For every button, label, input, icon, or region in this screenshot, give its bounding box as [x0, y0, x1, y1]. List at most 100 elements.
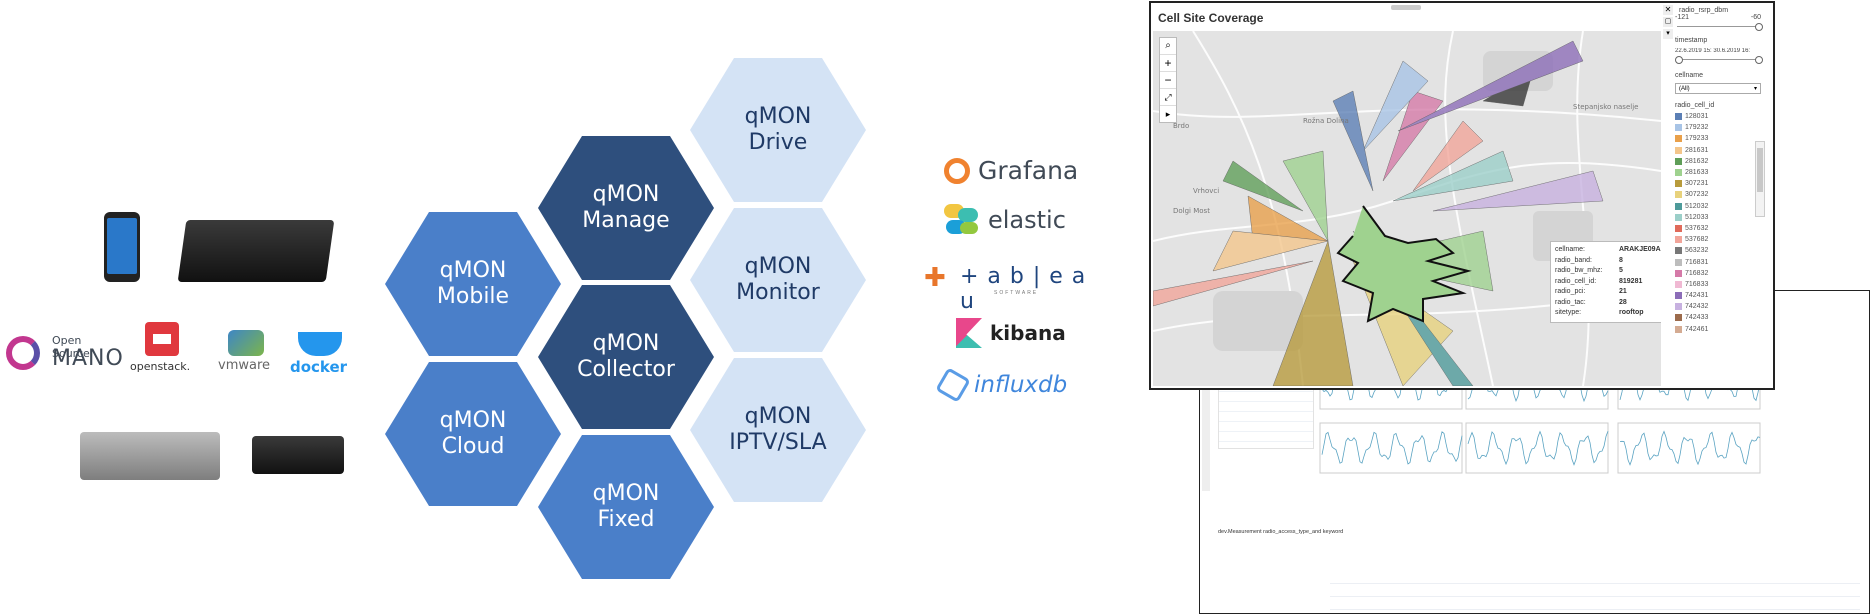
- legend-item[interactable]: 281633: [1675, 167, 1769, 178]
- tooltip-value: 28: [1619, 298, 1627, 306]
- zoom-out-icon[interactable]: −: [1160, 71, 1176, 88]
- legend-item[interactable]: 128031: [1675, 111, 1769, 122]
- zoom-in-icon[interactable]: +: [1160, 54, 1176, 71]
- legend-item[interactable]: 742461: [1675, 324, 1769, 335]
- hex-label: qMON Fixed: [592, 481, 660, 532]
- legend-label: 179232: [1685, 124, 1709, 132]
- legend-swatch: [1675, 146, 1682, 154]
- legend-label: 742433: [1685, 314, 1709, 322]
- legend-item[interactable]: 179233: [1675, 133, 1769, 144]
- legend-item[interactable]: 179232: [1675, 122, 1769, 133]
- panel-grip[interactable]: [1391, 5, 1421, 10]
- section-label: dev.Measurement radio_access_type_and ke…: [1218, 529, 1344, 535]
- reset-view-icon[interactable]: ⤢: [1160, 88, 1176, 105]
- legend-swatch: [1675, 213, 1682, 221]
- hex-qmon-monitor: qMON Monitor: [690, 208, 866, 352]
- legend-item[interactable]: 742433: [1675, 312, 1769, 323]
- legend-item[interactable]: 563232: [1675, 245, 1769, 256]
- legend-item[interactable]: 307231: [1675, 178, 1769, 189]
- hex-qmon-iptv-sla: qMON IPTV/SLA: [690, 358, 866, 502]
- legend-swatch: [1675, 135, 1682, 143]
- legend-item[interactable]: 742432: [1675, 301, 1769, 312]
- more-icon[interactable]: ▾: [1663, 29, 1673, 39]
- tooltip-row: sitetype:rooftop: [1555, 308, 1661, 319]
- osm-ring-icon: [6, 336, 40, 370]
- legend-swatch: [1675, 124, 1682, 132]
- grafana-icon: [944, 157, 970, 184]
- legend-item[interactable]: 537632: [1675, 223, 1769, 234]
- legend-label: 537682: [1685, 236, 1709, 244]
- vmware-label: vmware: [218, 358, 271, 373]
- elastic-label: elastic: [988, 206, 1066, 234]
- cellname-filter-label: cellname: [1675, 72, 1704, 79]
- legend-label: 179233: [1685, 135, 1709, 143]
- panel-controls: ✕ ▢ ▾: [1663, 5, 1673, 39]
- legend-item[interactable]: 742431: [1675, 290, 1769, 301]
- tooltip-value: ARAKJE09A: [1619, 246, 1661, 253]
- influxdb-label: influxdb: [974, 372, 1068, 398]
- legend-item[interactable]: 716833: [1675, 279, 1769, 290]
- tooltip-row: radio_pci:21: [1555, 287, 1661, 298]
- platform-devices: Open Source MANO openstack. vmware docke…: [0, 150, 360, 490]
- legend-swatch: [1675, 325, 1682, 333]
- legend-item[interactable]: 512033: [1675, 212, 1769, 223]
- legend-swatch: [1675, 169, 1682, 177]
- docker-logo: docker: [290, 326, 356, 376]
- timestamp-slider[interactable]: [1675, 56, 1769, 64]
- hex-label: qMON IPTV/SLA: [729, 404, 827, 455]
- tooltip-key: radio_tac:: [1555, 298, 1586, 306]
- coverage-map[interactable]: Brdo Rožna Dolina Vrhovci Dolgi Most Ste…: [1153, 31, 1661, 386]
- hex-qmon-collector: qMON Collector: [538, 285, 714, 429]
- grafana-label: Grafana: [978, 156, 1079, 185]
- legend-item[interactable]: 281631: [1675, 145, 1769, 156]
- osm-line1: Open Source: [52, 334, 90, 360]
- map-title: Cell Site Coverage: [1158, 11, 1264, 25]
- legend-label: 281632: [1685, 157, 1709, 165]
- smartphone-icon: [104, 212, 140, 282]
- legend-swatch: [1675, 191, 1682, 199]
- tooltip-row: cellname:ARAKJE09A: [1555, 245, 1661, 256]
- close-icon[interactable]: ✕: [1663, 5, 1673, 15]
- legend-item[interactable]: 716832: [1675, 268, 1769, 279]
- cellname-select[interactable]: (All) ▾: [1675, 83, 1761, 94]
- legend-label: 742431: [1685, 292, 1709, 300]
- legend-item[interactable]: 716831: [1675, 256, 1769, 267]
- legend-swatch: [1675, 292, 1682, 300]
- legend-item[interactable]: 512032: [1675, 201, 1769, 212]
- legend-label: 281631: [1685, 146, 1709, 154]
- place-label: Vrhovci: [1193, 187, 1219, 195]
- legend-item[interactable]: 281632: [1675, 156, 1769, 167]
- legend-scrollbar[interactable]: [1755, 141, 1765, 217]
- vmware-icon: [228, 330, 264, 356]
- probe-device-icon: [177, 220, 335, 282]
- kibana-icon: [956, 318, 982, 348]
- legend-swatch: [1675, 314, 1682, 322]
- legend-item[interactable]: 307232: [1675, 189, 1769, 200]
- kibana-label: kibana: [990, 321, 1066, 345]
- map-search-icon[interactable]: ⌕: [1165, 40, 1171, 51]
- map-area[interactable]: Brdo Rožna Dolina Vrhovci Dolgi Most Ste…: [1153, 31, 1661, 386]
- elastic-icon: [944, 204, 980, 236]
- grafana-logo: Grafana: [944, 156, 1078, 185]
- cell-site-coverage-panel: Cell Site Coverage: [1149, 1, 1775, 390]
- tooltip-key: radio_pci:: [1555, 288, 1586, 295]
- timeseries-mini-chart: [1465, 422, 1609, 474]
- tooltip-value: rooftop: [1619, 309, 1644, 316]
- expand-icon[interactable]: ▢: [1663, 17, 1673, 27]
- legend-item[interactable]: 537682: [1675, 234, 1769, 245]
- legend-swatch: [1675, 269, 1682, 277]
- legend-label: 563232: [1685, 247, 1709, 255]
- tableau-sub: SOFTWARE: [994, 290, 1039, 296]
- legend-swatch: [1675, 280, 1682, 288]
- filter-sidebar: radio_rsrp_dbm -121 -60 timestamp 22.6.2…: [1675, 7, 1769, 385]
- legend-swatch: [1675, 180, 1682, 188]
- rsrp-slider[interactable]: [1675, 23, 1769, 31]
- timestamp-filter-label: timestamp: [1675, 37, 1708, 44]
- docker-whale-icon: [298, 332, 342, 356]
- results-table: [1330, 571, 1860, 611]
- rsrp-max: -60: [1750, 14, 1761, 21]
- influxdb-icon: [935, 367, 971, 403]
- hex-qmon-manage: qMON Manage: [538, 136, 714, 280]
- pan-arrow-icon[interactable]: ▸: [1160, 105, 1176, 122]
